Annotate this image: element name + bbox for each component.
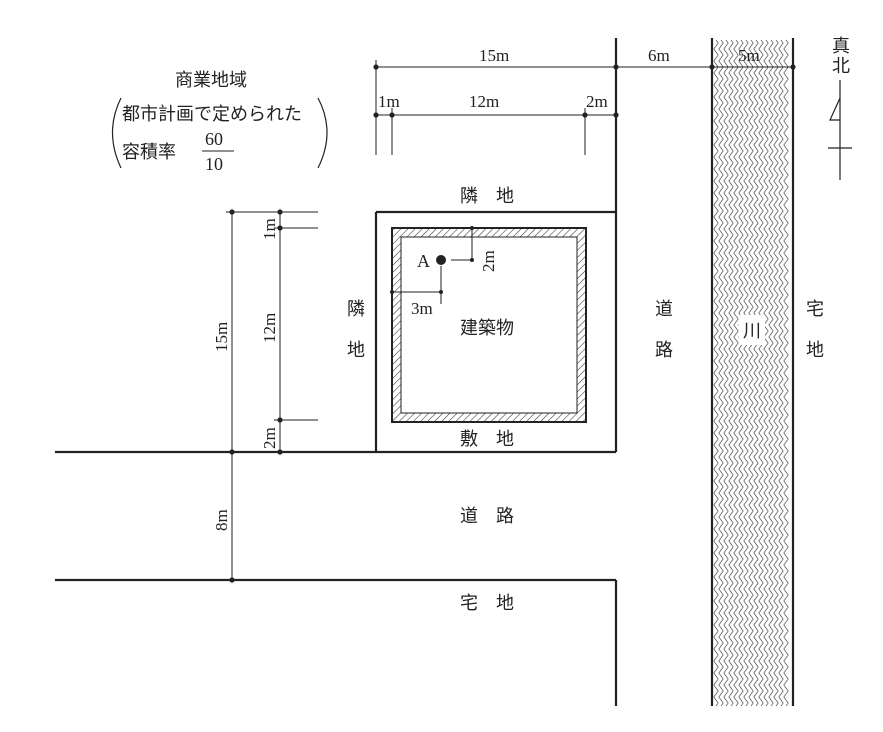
north-arrow-head: [829, 97, 841, 121]
river-wave-line: [718, 39, 724, 707]
neighbor-left-char-2: 地: [347, 340, 365, 360]
top-left-gap-dim: 1m: [378, 92, 400, 111]
building-inner: [400, 236, 578, 414]
point-a-label: A: [417, 251, 430, 271]
left-dim-dot-3: [229, 577, 235, 583]
ratio-denominator: 10: [205, 154, 223, 174]
river-waves: [713, 39, 789, 707]
left-dimensions: 15m 8m 1m 12m 2m: [212, 209, 318, 583]
river-wave-line: [758, 39, 764, 707]
river-label-bg: [739, 315, 765, 345]
a-from-top-dim: 2m: [479, 250, 498, 272]
zone-line1: 都市計画で定められた: [122, 104, 302, 124]
top-dim2-dot-4: [613, 112, 619, 118]
building-label: 建築物: [460, 318, 514, 338]
left-dim2-dot-4: [277, 449, 283, 455]
river-wave-line: [733, 39, 739, 707]
river-wave-line: [713, 39, 719, 707]
a-from-left-dim: 3m: [411, 299, 433, 318]
building: 建築物: [391, 227, 587, 423]
river-wave-line: [728, 39, 734, 707]
north-char-1: 真: [832, 36, 850, 56]
top-dim2-dot-1: [373, 112, 379, 118]
north-char-2: 北: [832, 56, 850, 76]
river: 川: [710, 38, 795, 707]
river-wave-line: [753, 39, 759, 707]
neighbor-top-label: 隣 地: [460, 186, 514, 206]
left-building-dim: 12m: [260, 313, 279, 343]
road-right-char-2: 路: [655, 340, 673, 360]
residential-right-char-1: 宅: [806, 299, 824, 319]
top-total-dim: 15m: [479, 46, 509, 65]
left-top-gap-dim: 1m: [260, 218, 279, 240]
top-dim-dot-1: [373, 64, 379, 70]
river-wave-line: [768, 39, 774, 707]
river-wave-line: [743, 39, 749, 707]
left-bottom-gap-dim: 2m: [260, 427, 279, 449]
road-width-dim: 8m: [212, 509, 231, 531]
left-dim2-dot-3: [277, 417, 283, 423]
top-dimensions: 15m 6m 5m 1m 12m 2m: [373, 46, 796, 155]
top-dim2-dot-3: [582, 112, 588, 118]
road-bottom-label: 道 路: [460, 506, 514, 526]
point-a-marker: [436, 255, 446, 265]
left-dim-dot-1: [229, 209, 235, 215]
north-indicator: 真 北: [828, 36, 852, 180]
river-wave-line: [748, 39, 754, 707]
ratio-label: 容積率: [122, 142, 176, 162]
point-a: A 2m 3m: [390, 226, 498, 318]
residential-right-char-2: 地: [806, 340, 824, 360]
ratio-numerator: 60: [205, 129, 223, 149]
right-paren: [317, 97, 328, 169]
residential-bottom-label: 宅 地: [460, 593, 514, 613]
a-top-dim-dot-1: [470, 226, 474, 230]
zone-note: 商業地域 都市計画で定められた 容積率 60 10: [112, 70, 328, 174]
top-river-dim: 5m: [738, 46, 760, 65]
top-right-gap-dim: 2m: [586, 92, 608, 111]
river-wave-line: [763, 39, 769, 707]
river-wave-line: [773, 39, 779, 707]
top-road-dim: 6m: [648, 46, 670, 65]
a-left-dim-dot-2: [439, 290, 443, 294]
left-dim2-dot-2: [277, 225, 283, 231]
river-wave-line: [738, 39, 744, 707]
site: [374, 210, 616, 452]
top-dim-dot-4: [790, 64, 796, 70]
road-right-char-1: 道: [655, 299, 673, 319]
a-top-dim-dot-2: [470, 258, 474, 262]
river-wave-line: [783, 39, 789, 707]
left-total-dim: 15m: [212, 322, 231, 352]
road-lines: [55, 38, 618, 706]
river-wave-line: [723, 39, 729, 707]
top-dim-dot-2: [613, 64, 619, 70]
site-label: 敷 地: [460, 429, 514, 449]
zone-title: 商業地域: [175, 70, 247, 90]
top-building-dim: 12m: [469, 92, 499, 111]
neighbor-left-char-1: 隣: [347, 299, 365, 319]
area-labels: 隣 地 隣 地 敷 地 道 路 道 路 宅 地 宅 地: [347, 186, 824, 613]
left-paren: [112, 97, 122, 169]
left-dim-dot-2: [229, 449, 235, 455]
top-dim2-dot-2: [389, 112, 395, 118]
river-label: 川: [743, 321, 761, 341]
river-wave-line: [778, 39, 784, 707]
left-dim2-dot-1: [277, 209, 283, 215]
top-dim-dot-3: [709, 64, 715, 70]
a-left-dim-dot-1: [390, 290, 394, 294]
